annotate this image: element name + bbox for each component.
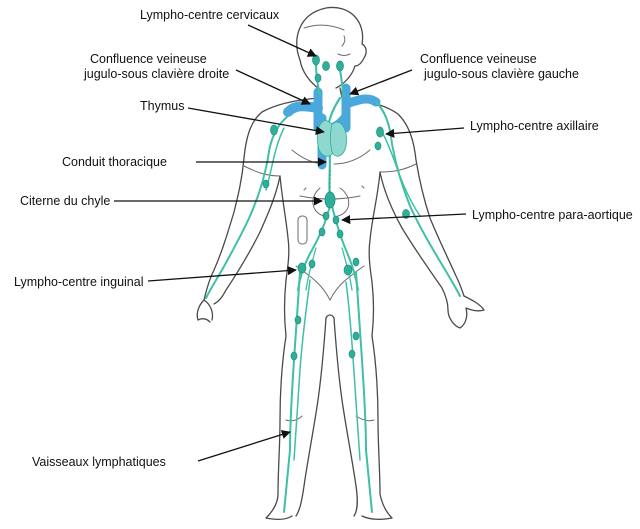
label-chyle-cistern: Citerne du chyle bbox=[20, 194, 110, 208]
lymph-node-shape-icon bbox=[352, 257, 360, 267]
lymph-node-shape-icon bbox=[348, 349, 356, 359]
lymph-node-shape-icon bbox=[336, 60, 344, 72]
lymph-node-shape-icon bbox=[312, 54, 320, 66]
lymph-node-shape-icon bbox=[376, 126, 384, 138]
label-right-confluence-line2: jugulo-sous clavière droite bbox=[83, 67, 229, 81]
lymph-node-shape-icon bbox=[297, 262, 307, 274]
lymph-node-shape-icon bbox=[374, 141, 382, 151]
lymph-node-shape-icon bbox=[270, 124, 278, 136]
lymph-node-shape-icon bbox=[318, 227, 326, 237]
lymph-node-shape-icon bbox=[352, 331, 360, 341]
arrow-lymph-vessels bbox=[197, 430, 291, 462]
annotation-arrows bbox=[114, 24, 467, 462]
lymph-node-shape-icon bbox=[294, 315, 302, 325]
arrow-right-confluence bbox=[235, 69, 311, 105]
digestive-outline bbox=[297, 187, 350, 245]
arrow-para-aortic bbox=[341, 213, 467, 225]
labels: Lympho-centre cervicaux Confluence veine… bbox=[14, 8, 633, 469]
arrow-inguinal bbox=[147, 266, 297, 282]
label-left-confluence-line2: jugulo-sous clavière gauche bbox=[423, 67, 579, 81]
right-subclavian-vein bbox=[283, 101, 323, 117]
label-lymph-vessels: Vaisseaux lymphatiques bbox=[32, 455, 166, 469]
arrow-cervical bbox=[247, 24, 317, 57]
lymph-node-shape-icon bbox=[262, 179, 270, 189]
lymph-node-shape-icon bbox=[332, 215, 340, 225]
lymph-node-shape-icon bbox=[308, 259, 316, 269]
lymph-node-shape-icon bbox=[314, 73, 322, 83]
lymph-node-shape-icon bbox=[290, 351, 298, 361]
chyle-cistern bbox=[324, 191, 336, 209]
lymph-node-shape-icon bbox=[336, 229, 344, 239]
label-inguinal: Lympho-centre inguinal bbox=[14, 275, 143, 289]
lymph-node-shape-icon bbox=[343, 264, 353, 276]
lymph-nodes bbox=[262, 54, 410, 361]
arrow-thymus bbox=[187, 107, 325, 136]
label-cervical: Lympho-centre cervicaux bbox=[140, 8, 280, 22]
arrow-axillary bbox=[385, 127, 465, 138]
lymph-node-shape-icon bbox=[322, 61, 330, 71]
label-axillary: Lympho-centre axillaire bbox=[470, 119, 599, 133]
label-thoracic-duct: Conduit thoracique bbox=[62, 155, 167, 169]
label-right-confluence-line1: Confluence veineuse bbox=[90, 52, 207, 66]
arrow-left-confluence bbox=[349, 69, 413, 96]
left-subclavian-vein bbox=[341, 94, 381, 109]
label-left-confluence-line1: Confluence veineuse bbox=[420, 52, 537, 66]
human-body-outline-icon bbox=[196, 6, 485, 520]
label-para-aortic: Lympho-centre para-aortique bbox=[472, 208, 633, 222]
thymus bbox=[316, 119, 347, 157]
label-thymus: Thymus bbox=[140, 99, 184, 113]
